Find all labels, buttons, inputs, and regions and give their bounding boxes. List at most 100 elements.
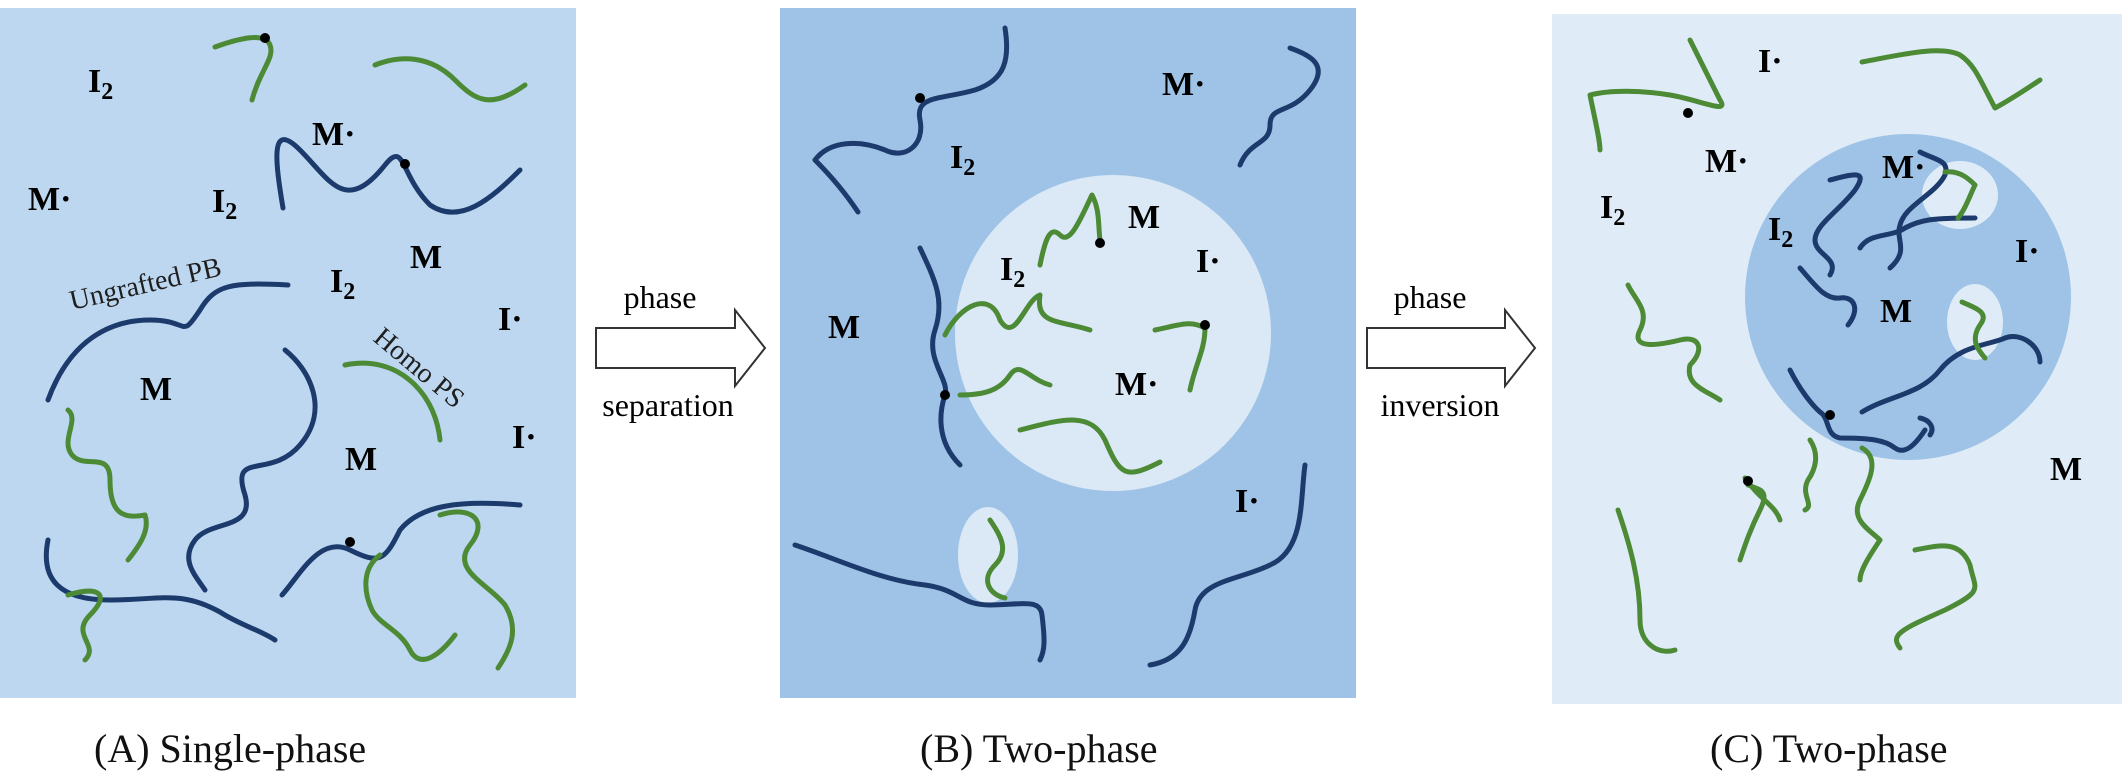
- ps-chain: [1017, 417, 1163, 475]
- initiator-subscript: 2: [225, 199, 237, 225]
- radical-dot: [400, 159, 410, 169]
- initiator-subscript: 2: [1013, 267, 1025, 293]
- monomer-radical: M·: [1882, 149, 1925, 186]
- pb-chain: [1812, 172, 1863, 278]
- initiator-radical: I·: [498, 301, 523, 338]
- pb-chain: [1887, 149, 1949, 271]
- initiator-symbol: I: [1600, 189, 1613, 226]
- ps-chain: [985, 517, 1008, 601]
- ps-chain: [65, 588, 103, 663]
- caption-single-phase: (A) Single-phase: [94, 726, 366, 771]
- ps-chain: [1737, 482, 1767, 563]
- panel-a: Ungrafted PB Homo PS I2 M· M· I2 M I2 I·…: [0, 8, 576, 698]
- pb-chain: [274, 137, 523, 215]
- arrow-bottom-label: inversion: [1380, 387, 1499, 423]
- initiator-symbol: I: [212, 183, 225, 220]
- initiator-radical: I·: [512, 419, 537, 456]
- caption-two-phase-c: (C) Two-phase: [1710, 726, 1948, 771]
- initiator-species: I2: [1000, 251, 1025, 293]
- radical-dot: [1683, 108, 1693, 118]
- ps-chain: [1942, 169, 1978, 221]
- monomer-radical: M·: [1115, 366, 1158, 403]
- initiator-species: I2: [950, 139, 975, 181]
- monomer: M: [2050, 451, 2082, 488]
- ps-chain: [1859, 48, 2043, 111]
- pb-chain: [1797, 265, 1858, 328]
- initiator-symbol: I: [950, 139, 963, 176]
- monomer-radical: M·: [28, 181, 71, 218]
- pb-chain: [917, 245, 963, 468]
- arrow-shape: [595, 307, 767, 389]
- initiator-symbol: I: [88, 63, 101, 100]
- pb-chain: [1147, 462, 1308, 668]
- panel-c: I· M· M· I2 I2 I· M M: [1552, 14, 2122, 704]
- initiator-subscript: 2: [1613, 205, 1625, 231]
- initiator-symbol: I: [1000, 251, 1013, 288]
- initiator-subscript: 2: [101, 79, 113, 105]
- ps-chain: [942, 292, 1093, 338]
- monomer: M: [828, 309, 860, 346]
- ps-chain: [1855, 445, 1883, 583]
- radical-dot: [345, 537, 355, 547]
- ps-chain: [212, 35, 274, 103]
- arrow-bottom-label: separation: [602, 387, 734, 423]
- ps-chain: [1615, 507, 1678, 654]
- radical-dot: [915, 93, 925, 103]
- pb-chain: [1237, 45, 1321, 168]
- initiator-subscript: 2: [343, 279, 355, 305]
- ps-domain: [955, 175, 1271, 491]
- radical-dot: [1200, 320, 1210, 330]
- initiator-subscript: 2: [1781, 227, 1793, 253]
- arrow-top-label: phase: [1394, 279, 1467, 315]
- initiator-symbol: I: [330, 263, 343, 300]
- initiator-species: I2: [88, 63, 113, 105]
- panel-b: M· I2 M I2 I· M M· I·: [780, 8, 1356, 698]
- pb-chain: [279, 500, 523, 598]
- arrow-shape: [1366, 307, 1537, 389]
- monomer: M: [1880, 293, 1912, 330]
- monomer: M: [345, 441, 377, 478]
- monomer: M: [410, 239, 442, 276]
- ps-chain: [363, 552, 458, 662]
- radical-dot: [1825, 410, 1835, 420]
- monomer: M: [140, 371, 172, 408]
- pb-chain: [186, 347, 318, 593]
- radical-dot: [260, 33, 270, 43]
- pb-chain: [45, 281, 291, 403]
- ps-chain: [1037, 192, 1103, 268]
- monomer-radical: M·: [1705, 143, 1748, 180]
- monomer-radical: M·: [1162, 66, 1205, 103]
- monomer-radical: M·: [312, 116, 355, 153]
- initiator-symbol: I: [1768, 211, 1781, 248]
- arrow-top-label: phase: [624, 279, 697, 315]
- ps-chain: [1587, 37, 1725, 153]
- ps-chain: [1959, 299, 1988, 361]
- pb-chain: [43, 537, 278, 643]
- arrow-phase-inversion: phase inversion: [1366, 279, 1537, 423]
- arrow-phase-separation: phase separation: [595, 279, 767, 423]
- initiator-species: I2: [330, 263, 355, 305]
- ps-chain: [437, 509, 516, 671]
- pb-chain: [1787, 367, 1928, 453]
- radical-dot: [1743, 476, 1753, 486]
- pb-chain: [812, 25, 1010, 215]
- ps-domain-small: [958, 507, 1018, 603]
- initiator-species: I2: [1768, 211, 1793, 253]
- initiator-species: I2: [212, 183, 237, 225]
- monomer: M: [1128, 199, 1160, 236]
- radical-dot: [1095, 238, 1105, 248]
- initiator-radical: I·: [1196, 243, 1221, 280]
- pb-chain: [792, 542, 1047, 663]
- ps-chain: [1894, 543, 1978, 651]
- ps-chain: [342, 360, 443, 443]
- initiator-radical: I·: [1758, 43, 1783, 80]
- pb-chain: [1917, 415, 1935, 438]
- initiator-radical: I·: [2015, 233, 2040, 270]
- caption-two-phase-b: (B) Two-phase: [920, 726, 1158, 771]
- ps-chain: [1802, 437, 1819, 513]
- initiator-radical: I·: [1235, 483, 1260, 520]
- ps-chain: [65, 407, 149, 563]
- pb-chain: [1857, 215, 1978, 251]
- radical-dot: [940, 390, 950, 400]
